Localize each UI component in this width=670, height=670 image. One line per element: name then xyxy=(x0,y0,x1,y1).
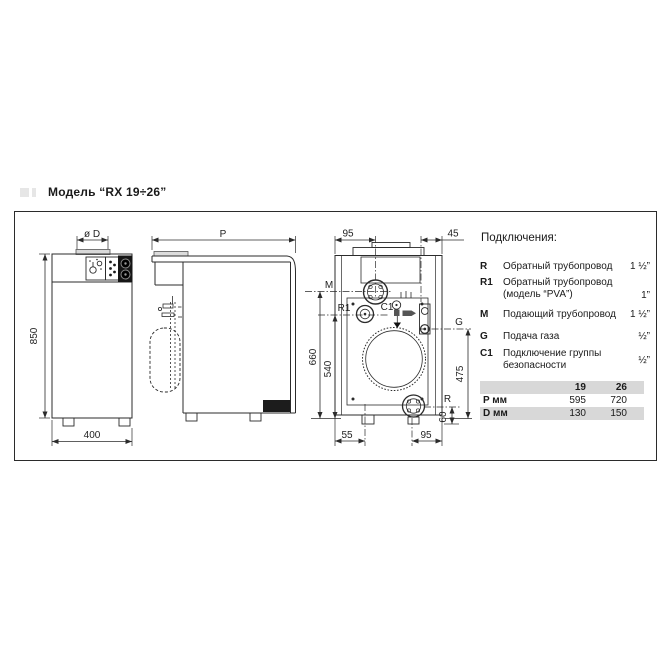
connection-code-g: G xyxy=(480,331,488,342)
dim-475-label: 475 xyxy=(455,365,466,382)
dim-p-label: P xyxy=(220,229,227,240)
connections-panel: Подключения: R Обратный трубопровод 1 ½”… xyxy=(480,230,650,380)
connection-size-g: ½” xyxy=(638,331,650,342)
spec-header-col-19: 19 xyxy=(574,382,586,393)
connection-row-m: M Подающий трубопровод 1 ½” xyxy=(480,309,650,321)
spec-header-col-26: 26 xyxy=(615,382,627,393)
connection-label-r1: Обратный трубопровод (модель “PVA”) xyxy=(503,277,613,300)
connection-m-label: M xyxy=(325,280,333,291)
connection-size-r: 1 ½” xyxy=(629,261,650,272)
connection-row-r1: R1 Обратный трубопровод (модель “PVA”) 1… xyxy=(480,277,650,301)
connection-c1-label: C1 xyxy=(381,302,394,313)
connection-label-r: Обратный трубопровод xyxy=(503,261,613,272)
dim-95-bottom-label: 95 xyxy=(420,430,432,441)
dim-55-label: 55 xyxy=(341,430,353,441)
drawing-side-view xyxy=(149,236,296,422)
spec-row-p-19: 595 xyxy=(569,395,586,406)
connection-label-m: Подающий трубопровод xyxy=(503,309,616,320)
section-marker xyxy=(32,188,36,197)
dim-front-diameter-label: ø D xyxy=(84,229,100,240)
spec-row-d-19: 130 xyxy=(569,408,586,419)
dim-660-label: 660 xyxy=(308,348,319,365)
connection-size-r1: 1” xyxy=(641,290,650,301)
dim-850-label: 850 xyxy=(29,327,40,344)
connection-label-g: Подача газа xyxy=(503,331,560,342)
connection-row-c1: C1 Подключение группы безопасности ½” xyxy=(480,348,650,372)
connection-r1-label: R1 xyxy=(338,303,351,314)
connection-code-c1: C1 xyxy=(480,348,493,359)
drawing-front-view xyxy=(39,236,133,446)
connection-r-label: R xyxy=(444,394,451,405)
spec-row-d: D мм 130 150 xyxy=(480,407,644,420)
spec-row-d-label: D мм xyxy=(483,408,508,419)
connection-size-m: 1 ½” xyxy=(629,309,650,320)
dim-540-label: 540 xyxy=(323,360,334,377)
connection-g-label: G xyxy=(455,317,463,328)
spec-row-p-label: P мм xyxy=(483,395,508,406)
spec-row-d-26: 150 xyxy=(610,408,627,419)
connection-code-r: R xyxy=(480,261,488,272)
spec-table: 19 26 P мм 595 720 D мм 130 150 xyxy=(480,381,644,420)
spec-header-blank xyxy=(480,381,545,394)
spec-row-p: P мм 595 720 xyxy=(480,394,644,407)
page-title: Модель “RX 19÷26” xyxy=(48,185,167,199)
spec-row-p-26: 720 xyxy=(610,395,627,406)
connection-size-c1: ½” xyxy=(638,354,650,366)
dim-400-label: 400 xyxy=(84,430,101,441)
connection-code-m: M xyxy=(480,309,489,320)
spec-table-header: 19 26 xyxy=(480,381,644,394)
dim-rear-95-top-label: 95 xyxy=(342,229,354,240)
connections-heading: Подключения: xyxy=(481,232,557,244)
connection-row-g: G Подача газа ½” xyxy=(480,331,650,343)
connection-row-r: R Обратный трубопровод 1 ½” xyxy=(480,261,650,273)
drawing-frame xyxy=(14,211,657,461)
section-marker xyxy=(20,188,29,197)
dim-rear-45-label: 45 xyxy=(447,229,459,240)
connection-label-c1: Подключение группы безопасности xyxy=(503,348,602,371)
dim-60-label: 60 xyxy=(438,411,449,423)
drawing-rear-view xyxy=(305,236,472,446)
connection-code-r1: R1 xyxy=(480,277,493,288)
